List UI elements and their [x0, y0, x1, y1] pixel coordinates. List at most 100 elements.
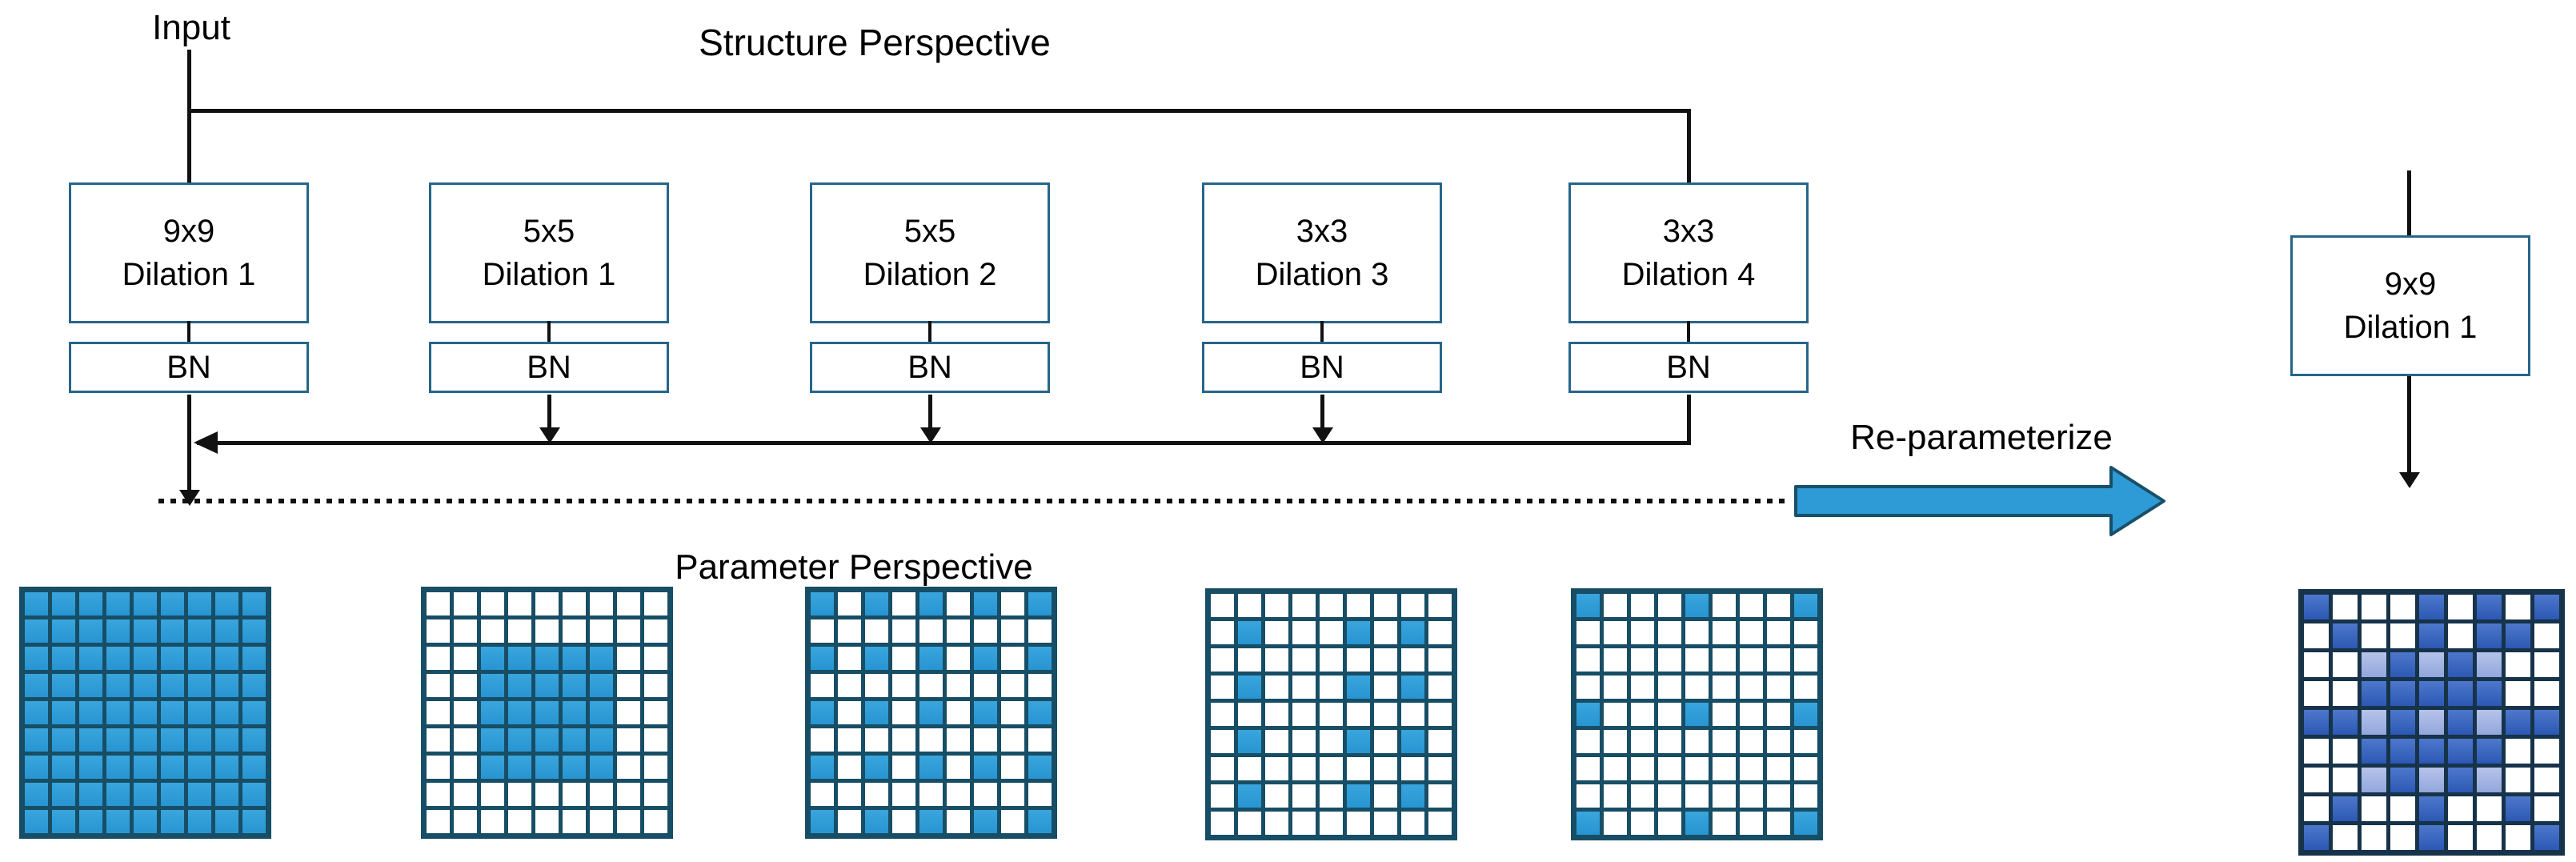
kernel-cell	[838, 701, 861, 724]
kernel-cell	[974, 701, 997, 724]
kernel-cell	[1401, 757, 1424, 780]
kernel-cell	[1374, 676, 1397, 699]
kernel-cell	[865, 701, 888, 724]
kernel-cell	[1028, 783, 1052, 806]
kernel-cell	[2419, 595, 2444, 619]
kernel-cell	[535, 674, 559, 697]
kernel-cell	[2506, 739, 2530, 764]
kernel-cell	[454, 619, 477, 643]
kernel-cell	[25, 756, 48, 779]
kernel-cell	[1292, 621, 1316, 644]
kernel-cell	[79, 647, 102, 670]
kernel-cell	[865, 619, 888, 643]
down-arrowhead-icon	[539, 427, 560, 443]
kernel-cell	[1028, 674, 1052, 697]
kernel-cell	[1740, 676, 1763, 699]
kernel-cell	[2390, 796, 2415, 821]
dotted-separator-line	[158, 499, 1791, 503]
kernel-cell	[52, 728, 75, 752]
kernel-cell	[508, 619, 531, 643]
kernel-cell	[508, 647, 531, 670]
kernel-cell	[134, 783, 157, 806]
kernel-cell	[535, 756, 559, 779]
kernel-cell	[1767, 676, 1790, 699]
kernel-cell	[1604, 757, 1627, 780]
kernel-cell	[2390, 652, 2415, 677]
conv-dilation-label: Dilation 1	[482, 257, 616, 292]
kernel-cell	[1428, 812, 1452, 835]
kernel-cell	[2362, 710, 2386, 735]
kernel-cell	[427, 592, 450, 615]
conv-dilation-label: Dilation 2	[863, 257, 997, 292]
kernel-cell	[535, 647, 559, 670]
kernel-cell	[454, 674, 477, 697]
kernel-cell	[52, 783, 75, 806]
bn-box-4: BN	[1202, 342, 1442, 393]
kernel-cell	[454, 592, 477, 615]
kernel-cell	[617, 647, 640, 670]
reparameterize-arrow-icon	[1794, 466, 2165, 536]
kernel-cell	[454, 647, 477, 670]
bn5-drop-line	[1687, 395, 1691, 445]
kernel-cell	[1428, 676, 1452, 699]
kernel-cell	[563, 783, 586, 806]
kernel-cell	[2477, 710, 2502, 735]
kernel-cell	[1604, 812, 1627, 835]
kernel-cell	[2362, 681, 2386, 706]
kernel-cell	[2333, 595, 2358, 619]
kernel-cell	[1401, 812, 1424, 835]
kernel-cell	[1428, 648, 1452, 672]
conv-dilation-label: Dilation 4	[1621, 257, 1756, 292]
kernel-cell	[1604, 676, 1627, 699]
kernel-cell	[161, 728, 184, 752]
kernel-cell	[1794, 621, 1817, 644]
kernel-cell	[1401, 648, 1424, 672]
kernel-cell	[1740, 812, 1763, 835]
kernel-cell	[1740, 784, 1763, 808]
kernel-cell	[974, 619, 997, 643]
conv-bn-connector	[187, 321, 190, 342]
kernel-cell	[644, 647, 667, 670]
kernel-cell	[427, 647, 450, 670]
kernel-cell	[974, 783, 997, 806]
kernel-cell	[2506, 652, 2530, 677]
result-drop-line	[2407, 376, 2411, 474]
conv-box-5: 3x3 Dilation 4	[1568, 182, 1809, 323]
kernel-cell	[2477, 652, 2502, 677]
kernel-cell	[242, 783, 266, 806]
kernel-cell	[188, 783, 211, 806]
kernel-cell	[811, 647, 834, 670]
kernel-cell	[617, 810, 640, 833]
kernel-cell	[2534, 623, 2559, 648]
conv-kernel-label: 5x5	[523, 214, 575, 249]
kernel-cell	[1767, 594, 1790, 617]
kernel-cell	[188, 756, 211, 779]
conv-box-3: 5x5 Dilation 2	[810, 182, 1050, 323]
kernel-cell	[1713, 621, 1736, 644]
kernel-cell	[188, 701, 211, 724]
kernel-cell	[25, 810, 48, 833]
kernel-cell	[590, 619, 613, 643]
kernel-cell	[1211, 676, 1234, 699]
conv-dilation-label: Dilation 1	[2343, 310, 2478, 345]
kernel-cell	[838, 647, 861, 670]
kernel-cell	[947, 756, 970, 779]
kernel-cell	[454, 728, 477, 752]
kernel-cell	[1576, 784, 1600, 808]
kernel-cell	[590, 647, 613, 670]
bn1-drop-line	[187, 395, 191, 491]
kernel-cell	[2419, 623, 2444, 648]
kernel-cell	[1713, 676, 1736, 699]
conv-kernel-label: 3x3	[1296, 214, 1348, 249]
kernel-cell	[644, 592, 667, 615]
kernel-cell	[1347, 784, 1370, 808]
kernel-cell	[134, 756, 157, 779]
kernel-cell	[2333, 739, 2358, 764]
kernel-cell	[1401, 594, 1424, 617]
kernel-cell	[1631, 676, 1654, 699]
kernel-cell	[563, 728, 586, 752]
kernel-cell	[1604, 594, 1627, 617]
bn-box-3: BN	[810, 342, 1050, 393]
kernel-cell	[161, 674, 184, 697]
kernel-cell	[2419, 652, 2444, 677]
